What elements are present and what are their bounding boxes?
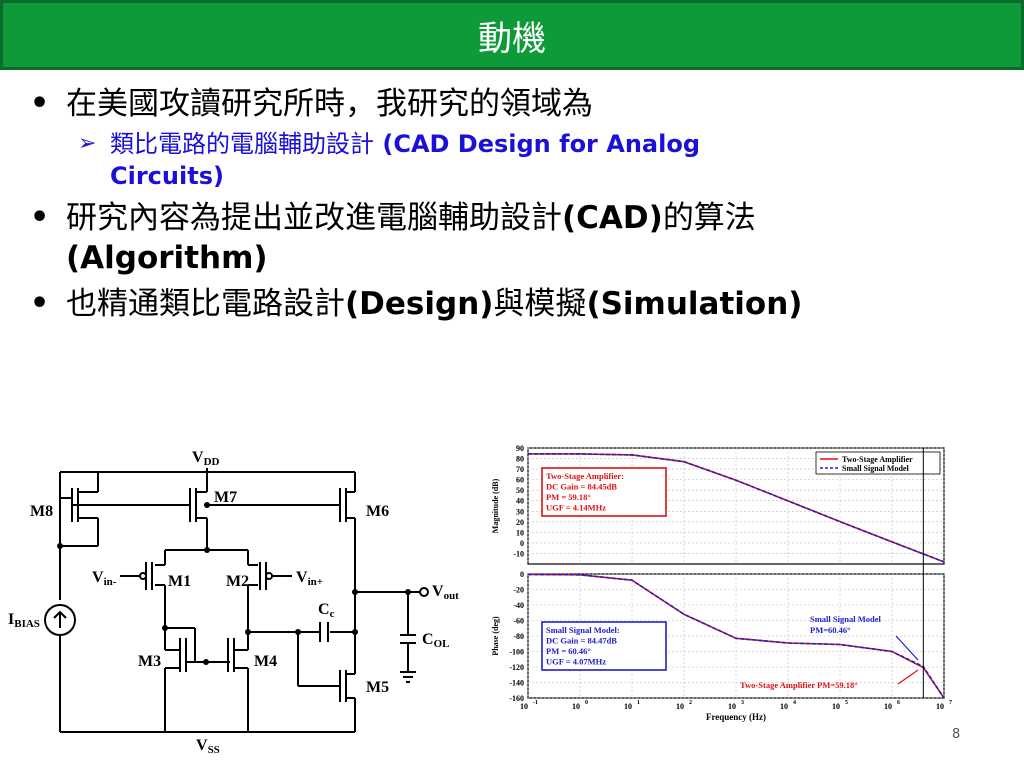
callout-two-stage: Two-Stage Amplifier PM=59.18° <box>740 680 858 690</box>
slide-title: 動機 <box>478 18 546 59</box>
y-tick-label: -140 <box>509 679 524 688</box>
y-tick-label: 50 <box>516 486 524 495</box>
legend-label: Two-Stage Amplifier <box>842 455 913 464</box>
x-tick-label: 10 <box>936 702 944 711</box>
y-tick-label: 40 <box>516 497 524 506</box>
y-tick-label: 60 <box>516 476 524 485</box>
m8-label: M8 <box>30 503 53 520</box>
m3-label: M3 <box>138 653 161 670</box>
annotation-line: DC Gain = 84.47dB <box>546 636 617 646</box>
series-line-1 <box>527 453 945 563</box>
bullet-1: • 在美國攻讀研究所時，我研究的領域為 <box>30 86 593 122</box>
m5-label: M5 <box>366 679 389 696</box>
col-label: COL <box>422 631 449 650</box>
x-tick-exponent: 2 <box>689 700 692 706</box>
vdd-label: VDD <box>192 449 220 468</box>
callout-arrow <box>897 669 919 685</box>
vout-label: Vout <box>432 583 459 602</box>
x-tick-exponent: 7 <box>949 700 952 706</box>
callout-small-signal-pm: PM=60.46° <box>810 625 851 635</box>
m6-label: M6 <box>366 503 389 520</box>
x-tick-exponent: -1 <box>533 700 538 706</box>
y-tick-label: -20 <box>513 586 524 595</box>
x-tick-exponent: 6 <box>897 700 900 706</box>
x-tick-label: 10 <box>832 702 840 711</box>
annotation-line: DC Gain = 84.45dB <box>546 482 617 492</box>
m7-label: M7 <box>214 489 237 506</box>
vin-minus-label: Vin- <box>92 569 117 588</box>
x-tick-label: 10 <box>520 702 528 711</box>
vss-label: VSS <box>196 737 220 756</box>
cc-label: Cc <box>318 601 335 620</box>
x-tick-label: 10 <box>572 702 580 711</box>
annotation-line: UGF = 4.14MHz <box>546 503 606 513</box>
y-axis-label: Phase (deg) <box>491 616 500 656</box>
y-tick-label: 0 <box>520 539 524 548</box>
circuit-schematic: VDD VSS IBIAS Vout Vin- Vin+ Cc COL M8 M… <box>8 449 459 756</box>
title-bar: 動機 <box>0 0 1024 70</box>
annotation-line: PM = 59.18° <box>546 492 591 502</box>
bullet-2: • 研究內容為提出並改進電腦輔助設計(CAD)的算法 (Algorithm) <box>30 200 756 276</box>
annotation-line: PM = 60.46° <box>546 646 591 656</box>
arrow-bullet-icon: ➢ <box>78 131 97 156</box>
vin-plus-label: Vin+ <box>296 569 323 588</box>
ibias-label: IBIAS <box>8 611 40 630</box>
x-tick-label: 10 <box>884 702 892 711</box>
x-tick-exponent: 4 <box>793 700 796 706</box>
legend-label: Small Signal Model <box>842 464 909 473</box>
page-number: 8 <box>952 727 961 742</box>
m1-label: M1 <box>168 573 191 590</box>
bullet-dot: • <box>30 200 50 235</box>
bullet-3: • 也精通類比電路設計(Design)與模擬(Simulation) <box>30 286 803 322</box>
series-line-1 <box>527 573 945 699</box>
x-tick-exponent: 1 <box>637 700 640 706</box>
y-tick-label: 90 <box>516 444 524 453</box>
x-tick-label: 10 <box>728 702 736 711</box>
annotation-line: Two-Stage Amplifier: <box>546 471 624 481</box>
y-tick-label: -60 <box>513 617 524 626</box>
x-tick-exponent: 5 <box>845 700 848 706</box>
sub-bullet: ➢ 類比電路的電腦輔助設計 (CAD Design for Analog Cir… <box>78 130 700 190</box>
annotation-box <box>541 621 667 671</box>
y-tick-label: 70 <box>516 465 524 474</box>
callout-small-signal: Small Signal Model <box>810 614 881 624</box>
m2-label: M2 <box>226 573 249 590</box>
annotation-line: UGF = 4.07MHz <box>546 657 606 667</box>
y-tick-label: -10 <box>513 549 524 558</box>
y-tick-label: -120 <box>509 663 524 672</box>
y-tick-label: -100 <box>509 648 524 657</box>
y-tick-label: -80 <box>513 632 524 641</box>
x-axis-label: Frequency (Hz) <box>706 712 766 722</box>
y-tick-label: 30 <box>516 507 524 516</box>
bullet-dot: • <box>30 86 50 121</box>
x-tick-label: 10 <box>624 702 632 711</box>
y-axis-label: Magnitude (dB) <box>491 478 500 533</box>
m4-label: M4 <box>254 653 277 670</box>
bullet-list: • 在美國攻讀研究所時，我研究的領域為 ➢ 類比電路的電腦輔助設計 (CAD D… <box>28 84 988 324</box>
annotation-line: Small Signal Model: <box>546 625 620 635</box>
y-tick-label: -40 <box>513 601 524 610</box>
y-tick-label: 10 <box>516 528 524 537</box>
x-tick-label: 10 <box>780 702 788 711</box>
legend-box <box>815 451 941 475</box>
y-tick-label: 20 <box>516 518 524 527</box>
callout-arrow <box>895 635 919 661</box>
x-tick-label: 10 <box>676 702 684 711</box>
bullet-dot: • <box>30 286 50 321</box>
y-tick-label: 0 <box>520 570 524 579</box>
annotation-box <box>541 467 667 517</box>
y-tick-label: -160 <box>509 694 524 703</box>
x-tick-exponent: 0 <box>585 700 588 706</box>
x-tick-exponent: 3 <box>741 700 744 706</box>
y-tick-label: 80 <box>516 455 524 464</box>
